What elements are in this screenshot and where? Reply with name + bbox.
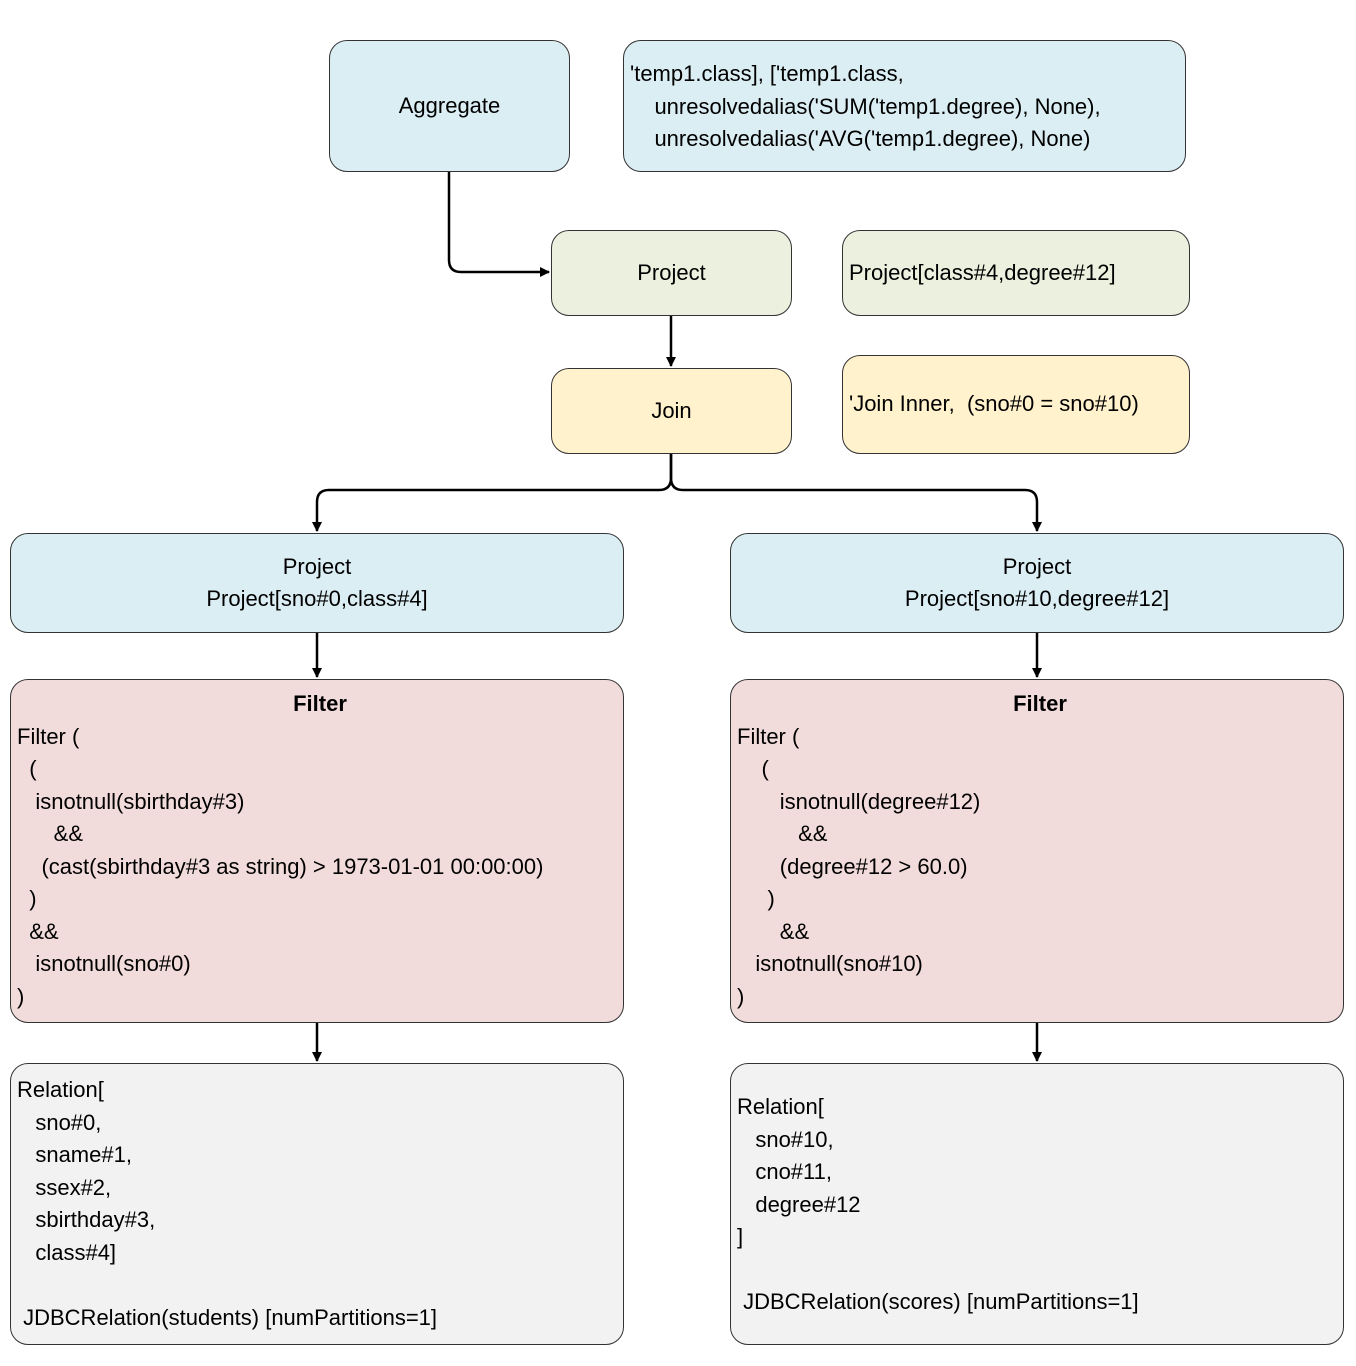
left-filter-line: && bbox=[17, 821, 84, 846]
left-filter-line: (cast(sbirthday#3 as string) > 1973-01-0… bbox=[17, 853, 544, 879]
right-relation-node: Relation[ sno#10, cno#11, degree#12 ] JD… bbox=[730, 1063, 1344, 1345]
left-filter-line: isnotnull(sno#0) bbox=[17, 951, 191, 976]
right-project-detail: Project[sno#10,degree#12] bbox=[904, 586, 1170, 611]
left-filter-line: ( bbox=[17, 756, 37, 781]
join-details-node: 'Join Inner, (sno#0 = sno#10) bbox=[842, 355, 1190, 454]
right-filter-node: Filter Filter ( ( isnotnull(degree#12) &… bbox=[730, 679, 1344, 1023]
aggregate-detail-line: unresolvedalias('SUM('temp1.degree), Non… bbox=[630, 93, 1101, 119]
right-filter-line: ) bbox=[737, 983, 745, 1009]
left-relation-line: JDBCRelation(students) [numPartitions=1] bbox=[17, 1304, 438, 1330]
left-filter-title: Filter bbox=[293, 691, 347, 716]
edge-aggregate-to-project bbox=[447, 172, 550, 277]
right-filter-line: && bbox=[737, 821, 828, 846]
left-filter-line: Filter ( bbox=[17, 723, 80, 749]
join-label: Join bbox=[651, 397, 692, 423]
right-relation-line: sno#10, bbox=[737, 1126, 834, 1152]
left-relation-line: class#4] bbox=[17, 1239, 117, 1265]
left-relation-line: sno#0, bbox=[17, 1109, 102, 1135]
left-relation-line: Relation[ bbox=[17, 1077, 104, 1102]
right-project-node: Project Project[sno#10,degree#12] bbox=[730, 533, 1344, 633]
right-filter-title: Filter bbox=[1013, 691, 1067, 716]
right-filter-line: ( bbox=[737, 756, 769, 781]
aggregate-label: Aggregate bbox=[398, 92, 501, 118]
left-project-label: Project bbox=[282, 553, 352, 579]
right-filter-line: ) bbox=[737, 886, 775, 911]
edge-join-to-right-project bbox=[669, 454, 1042, 532]
right-relation-line: cno#11, bbox=[737, 1159, 832, 1184]
left-relation-node: Relation[ sno#0, sname#1, ssex#2, sbirth… bbox=[10, 1063, 624, 1345]
right-relation-line: degree#12 bbox=[737, 1191, 861, 1217]
project-top-node: Project bbox=[551, 230, 792, 316]
project-top-label: Project bbox=[637, 259, 706, 285]
left-relation-line bbox=[17, 1269, 623, 1302]
right-relation-line: JDBCRelation(scores) [numPartitions=1] bbox=[737, 1289, 1139, 1314]
left-filter-line: isnotnull(sbirthday#3) bbox=[17, 788, 245, 814]
join-detail: 'Join Inner, (sno#0 = sno#10) bbox=[849, 391, 1139, 417]
right-filter-line: (degree#12 > 60.0) bbox=[737, 853, 968, 879]
right-relation-line bbox=[737, 1254, 1343, 1287]
right-project-label: Project bbox=[1002, 553, 1072, 579]
left-filter-line: ) bbox=[17, 886, 37, 911]
left-project-detail: Project[sno#0,class#4] bbox=[206, 586, 428, 611]
aggregate-detail-line: unresolvedalias('AVG('temp1.degree), Non… bbox=[630, 126, 1091, 151]
right-filter-line: isnotnull(sno#10) bbox=[737, 951, 923, 976]
aggregate-details-node: 'temp1.class], ['temp1.class, unresolved… bbox=[623, 40, 1186, 172]
right-filter-line: isnotnull(degree#12) bbox=[737, 788, 981, 814]
right-filter-line: && bbox=[737, 918, 810, 944]
right-filter-line: Filter ( bbox=[737, 723, 800, 749]
left-relation-line: sname#1, bbox=[17, 1142, 132, 1167]
join-node: Join bbox=[551, 368, 792, 454]
aggregate-detail-line: 'temp1.class], ['temp1.class, bbox=[630, 61, 904, 86]
right-relation-line: ] bbox=[737, 1224, 744, 1249]
left-filter-line: ) bbox=[17, 983, 25, 1009]
edge-join-to-left-project bbox=[312, 454, 673, 532]
aggregate-node: Aggregate bbox=[329, 40, 570, 172]
left-filter-line: && bbox=[17, 918, 59, 944]
left-filter-node: Filter Filter ( ( isnotnull(sbirthday#3)… bbox=[10, 679, 624, 1023]
left-relation-line: sbirthday#3, bbox=[17, 1207, 156, 1232]
left-project-node: Project Project[sno#0,class#4] bbox=[10, 533, 624, 633]
project-top-detail: Project[class#4,degree#12] bbox=[849, 259, 1116, 285]
project-top-details-node: Project[class#4,degree#12] bbox=[842, 230, 1190, 316]
left-relation-line: ssex#2, bbox=[17, 1174, 112, 1200]
right-relation-line: Relation[ bbox=[737, 1094, 824, 1119]
